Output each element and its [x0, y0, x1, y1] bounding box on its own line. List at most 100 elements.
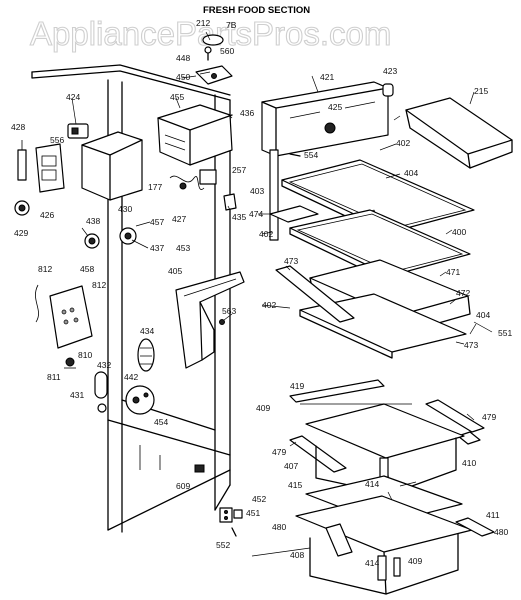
callout-409-lower: 409	[408, 556, 422, 566]
clip-212	[202, 34, 224, 46]
callout-811: 811	[47, 372, 61, 382]
callout-437: 437	[150, 243, 164, 253]
callout-480-left: 480	[272, 522, 286, 532]
callout-423: 423	[383, 66, 397, 76]
callout-429: 429	[14, 228, 28, 238]
callout-212: 212	[196, 18, 210, 28]
callout-434: 434	[140, 326, 154, 336]
callout-473-lower: 473	[464, 340, 478, 350]
crisper-rail-403	[269, 149, 279, 241]
callout-402-mid: 402	[259, 229, 273, 239]
callout-435: 435	[232, 212, 246, 222]
wire-812	[35, 284, 39, 323]
leader-lines	[71, 31, 493, 557]
callout-457: 457	[150, 217, 164, 227]
callout-551: 551	[498, 328, 512, 338]
light-shield-assembly	[157, 104, 233, 166]
grommet-438	[84, 233, 100, 249]
callout-408: 408	[290, 550, 304, 560]
callout-404-upper: 404	[404, 168, 418, 178]
callout-473-upper: 473	[284, 256, 298, 266]
knob-429	[14, 200, 30, 216]
drawer-label-409	[393, 557, 401, 577]
callout-609: 609	[176, 481, 190, 491]
callout-421: 421	[320, 72, 334, 82]
callout-479-left: 479	[272, 447, 286, 457]
part-435	[223, 193, 237, 211]
callout-411: 411	[486, 510, 500, 520]
callout-215: 215	[474, 86, 488, 96]
part-609	[194, 464, 205, 473]
drawer-handle-414b	[377, 555, 387, 581]
callout-427: 427	[172, 214, 186, 224]
callout-552: 552	[216, 540, 230, 550]
callout-480-right: 480	[494, 527, 508, 537]
grommet-437	[119, 227, 137, 245]
control-housing	[81, 131, 143, 201]
callout-438: 438	[86, 216, 100, 226]
callout-455: 455	[170, 92, 184, 102]
callout-452: 452	[252, 494, 266, 504]
callout-812-upper: 812	[38, 264, 52, 274]
callout-430: 430	[118, 204, 132, 214]
light-cover-panel	[49, 285, 93, 349]
callout-428: 428	[11, 122, 25, 132]
callout-424: 424	[66, 92, 80, 102]
callout-554: 554	[304, 150, 318, 160]
nut-431	[97, 403, 107, 413]
callout-414-lower: 414	[365, 558, 379, 568]
callout-810: 810	[78, 350, 92, 360]
callout-812-lower: 812	[92, 280, 106, 290]
screw-563	[219, 319, 225, 325]
callout-177: 177	[148, 182, 162, 192]
rubber-plug-434	[137, 338, 155, 372]
wire-harness	[169, 169, 217, 190]
drawer-rail-480	[455, 517, 495, 537]
screw-554	[289, 153, 301, 157]
bulb-423	[382, 83, 394, 97]
callout-563: 563	[222, 306, 236, 316]
rail-474	[269, 205, 319, 223]
callout-442: 442	[124, 372, 138, 382]
callout-560: 560	[220, 46, 234, 56]
drawer-cover-frame	[289, 379, 485, 473]
callout-419: 419	[290, 381, 304, 391]
callout-403: 403	[250, 186, 264, 196]
callout-404-lower: 404	[476, 310, 490, 320]
callout-257: 257	[232, 165, 246, 175]
callout-432: 432	[97, 360, 111, 370]
callout-402-low: 402	[262, 300, 276, 310]
duct-405	[175, 271, 245, 369]
bracket-450	[195, 65, 233, 85]
callout-451: 451	[246, 508, 260, 518]
light-bulb-slot-432	[94, 371, 108, 399]
hinge-442	[125, 385, 155, 415]
callout-405: 405	[168, 266, 182, 276]
callout-448: 448	[176, 53, 190, 63]
callout-425: 425	[328, 102, 342, 112]
light-socket	[67, 123, 89, 139]
callout-400: 400	[452, 227, 466, 237]
callout-474: 474	[249, 209, 263, 219]
callout-436: 436	[240, 108, 254, 118]
callout-472: 472	[456, 288, 470, 298]
bracket-452	[219, 507, 233, 523]
thermostat-bracket	[35, 143, 65, 193]
dairy-bin-215	[405, 97, 513, 169]
callout-407: 407	[284, 461, 298, 471]
clip-451	[233, 509, 243, 519]
callout-415: 415	[288, 480, 302, 490]
callout-458: 458	[80, 264, 94, 274]
switch-part	[17, 140, 27, 181]
screw-560	[204, 46, 212, 61]
screw-552	[231, 527, 237, 537]
callout-454: 454	[154, 417, 168, 427]
callout-labels: 212 7B 560 448 450 421 423 215 424 455 4…	[11, 18, 512, 568]
fitting-810	[64, 357, 76, 369]
control-panel-421	[261, 81, 389, 157]
crisper-drawer-lower	[295, 495, 473, 595]
callout-556: 556	[50, 135, 64, 145]
rail-473	[275, 265, 355, 323]
